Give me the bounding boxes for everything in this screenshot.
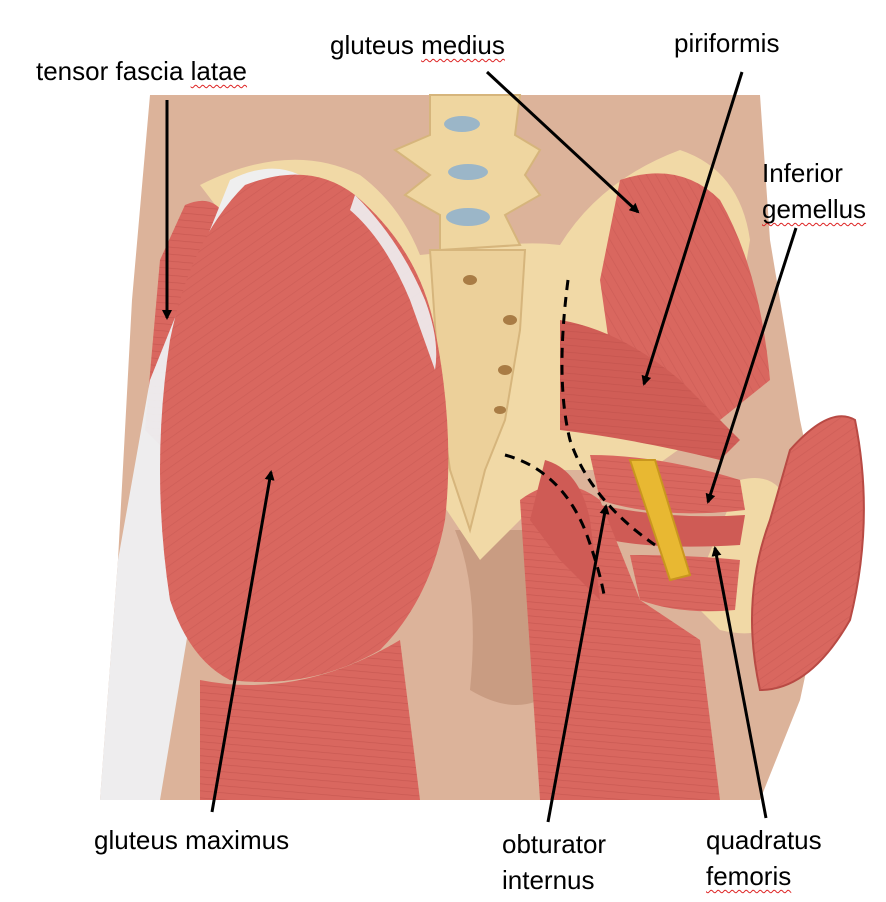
label-text: gluteus <box>330 30 422 60</box>
label-text-line1: obturator <box>502 829 607 859</box>
gluteus-maximus-muscle <box>160 174 449 683</box>
label-piriformis: piriformis <box>674 25 779 61</box>
pointer-arrows <box>162 70 798 823</box>
label-gluteus-medius: gluteus medius <box>330 27 505 63</box>
arrow-gluteus-medius <box>485 70 640 214</box>
piriformis-muscle <box>560 320 740 460</box>
label-text-line1: Inferior <box>762 158 843 188</box>
arrow-piriformis <box>641 71 744 386</box>
arrow-quadratus-femoris <box>711 546 768 819</box>
label-text-flagged: latae <box>190 56 248 86</box>
label-text-flagged: medius <box>421 30 505 60</box>
label-text: piriformis <box>674 28 780 58</box>
label-text-line2: internus <box>502 865 595 895</box>
label-text-line1: quadratus <box>706 825 822 855</box>
label-inferior-gemellus: Inferior gemellus <box>762 155 866 227</box>
label-obturator-internus: obturator internus <box>502 826 606 898</box>
reflected-gluteus-flap <box>751 415 865 692</box>
label-text: gluteus maximus <box>94 825 290 855</box>
label-quadratus-femoris: quadratus femoris <box>706 822 822 894</box>
label-gluteus-maximus: gluteus maximus <box>94 822 289 858</box>
label-text-line2: femoris <box>706 861 792 891</box>
label-text: tensor fascia <box>36 56 191 86</box>
thigh-muscles <box>200 460 720 800</box>
label-tensor-fascia-latae: tensor fascia latae <box>36 53 247 89</box>
dashed-outlines <box>504 279 656 601</box>
arrow-gluteus-maximus <box>210 470 275 813</box>
arrow-obturator-internus <box>546 504 610 823</box>
label-text-line2: gemellus <box>762 194 867 224</box>
arrow-inferior-gemellus <box>705 227 798 504</box>
